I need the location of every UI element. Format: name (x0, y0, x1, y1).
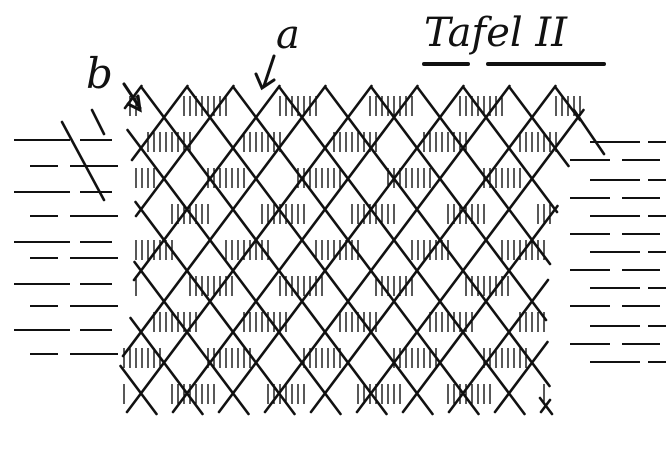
weave-strand (217, 84, 465, 414)
weave-strand (171, 84, 419, 414)
weave-strand (263, 84, 511, 414)
arrow-a-icon (254, 54, 276, 91)
weave-strand (401, 204, 559, 414)
weave-strand (508, 86, 570, 168)
edge-stroke (90, 108, 106, 136)
weave-strand (121, 84, 327, 358)
arrow-b-icon (122, 82, 142, 113)
interlaced-pattern (60, 84, 606, 416)
edge-stroke (538, 396, 554, 416)
weave-strand (186, 86, 434, 416)
edge-stroke (60, 120, 106, 202)
diagram-title: Tafel II (424, 10, 568, 56)
weave-strand (493, 340, 549, 414)
strata-right (570, 141, 666, 363)
weave-strand (324, 86, 551, 388)
weave-strand (134, 84, 235, 218)
weave-strand (119, 364, 158, 416)
label-b: b (86, 49, 113, 98)
weave-strand (447, 278, 550, 414)
weave-strand (134, 200, 296, 416)
weave-strand (126, 128, 342, 416)
strata-left (14, 139, 118, 355)
weave-strand (355, 108, 585, 414)
weave-strand (309, 84, 557, 414)
weave-strand (370, 86, 548, 322)
weave-strand (123, 84, 143, 110)
weave-strand (462, 86, 559, 214)
weave-strand (125, 84, 373, 414)
weave-strand (140, 86, 388, 416)
edge-stroke (572, 108, 606, 156)
weave-strand (232, 86, 480, 416)
weave-strand (133, 260, 250, 416)
label-a: a (276, 12, 300, 58)
